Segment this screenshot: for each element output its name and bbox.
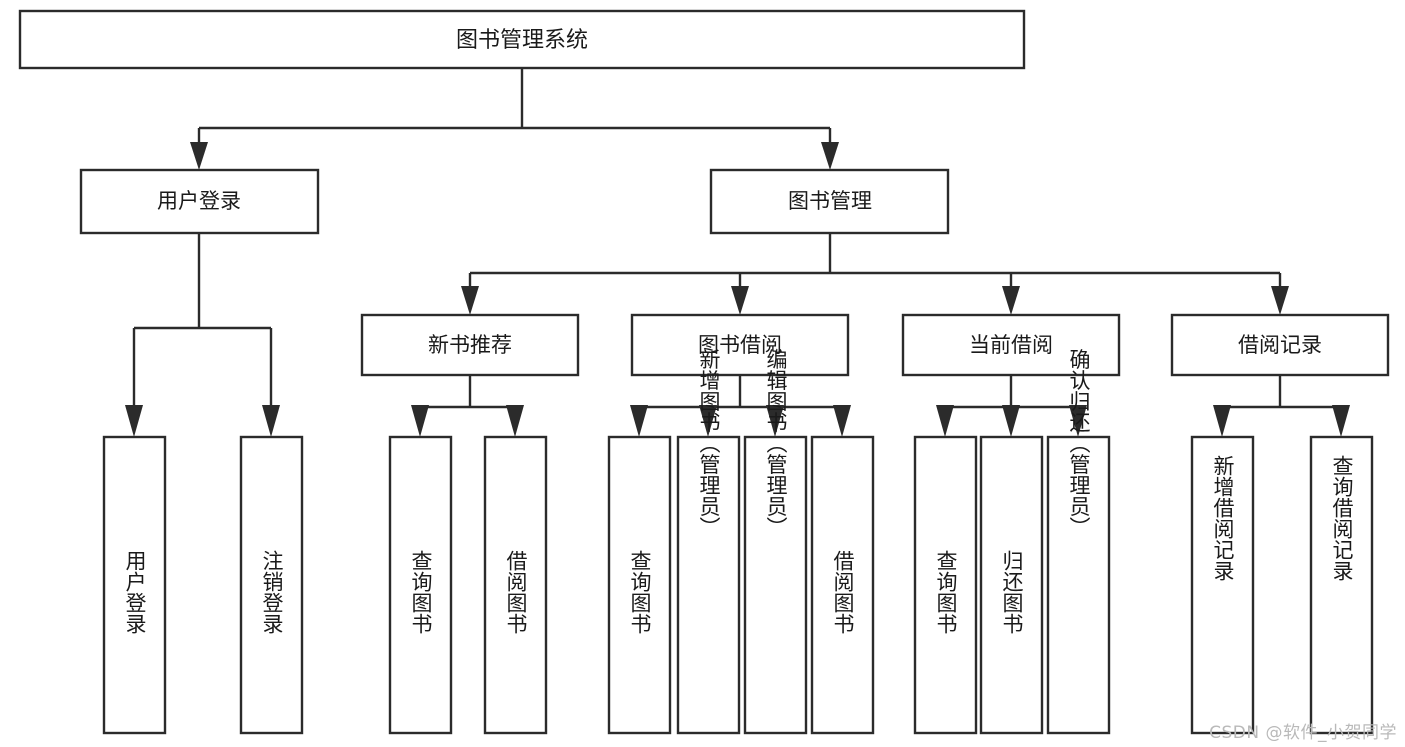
leaf-add-book-label: 新增图书（管理员） bbox=[697, 349, 721, 538]
leaf-borrow-book-2-label: 借阅图书 bbox=[831, 550, 855, 634]
leaf-edit-book-label: 编辑图书（管理员） bbox=[764, 349, 788, 538]
node-book-borrow-label: 图书借阅 bbox=[698, 333, 782, 357]
node-book-management-label: 图书管理 bbox=[788, 189, 872, 213]
leaf-confirm-return-box[interactable] bbox=[1046, 435, 1111, 735]
leaf-borrow-book-1-box[interactable] bbox=[483, 435, 548, 735]
node-borrow-record-label: 借阅记录 bbox=[1238, 333, 1322, 357]
leaf-query-book-3[interactable]: 查询图书 bbox=[913, 435, 978, 735]
arrow-leaf-return-book bbox=[1002, 405, 1020, 437]
arrow-leaf-confirm-return bbox=[1069, 405, 1087, 437]
leaf-return-book-label: 归还图书 bbox=[1000, 550, 1024, 634]
leaf-return-book-box[interactable] bbox=[979, 435, 1044, 735]
arrow-leaf-user-login bbox=[125, 405, 143, 437]
leaf-query-book-2-label: 查询图书 bbox=[628, 550, 652, 634]
leaf-query-record-box[interactable] bbox=[1309, 435, 1374, 735]
node-book-management-box[interactable] bbox=[709, 168, 950, 235]
arrow-leaf-add-book bbox=[699, 405, 717, 437]
node-user-login-box[interactable] bbox=[79, 168, 320, 235]
arrow-leaf-edit-book bbox=[766, 405, 784, 437]
leaf-user-login-box[interactable] bbox=[102, 435, 167, 735]
arrow-leaf-borrow-book-2 bbox=[833, 405, 851, 437]
leaf-query-book-2-box[interactable] bbox=[607, 435, 672, 735]
leaf-add-record-label: 新增借阅记录 bbox=[1211, 455, 1235, 581]
leaf-user-login[interactable]: 用户登录 bbox=[102, 435, 167, 735]
leaf-borrow-book-1[interactable]: 借阅图书 bbox=[483, 435, 548, 735]
node-user-login[interactable]: 用户登录 bbox=[79, 168, 320, 235]
leaf-user-logout-label: 注销登录 bbox=[260, 550, 284, 634]
arrow-to-book-borrow bbox=[731, 286, 749, 315]
leaf-add-book[interactable]: 新增图书（管理员） bbox=[676, 349, 741, 735]
leaf-query-book-1-box[interactable] bbox=[388, 435, 453, 735]
edge-layer bbox=[125, 68, 1350, 437]
node-borrow-record[interactable]: 借阅记录 bbox=[1170, 313, 1390, 377]
leaf-confirm-return-label: 确认归还（管理员） bbox=[1067, 349, 1091, 538]
node-new-book-recommend[interactable]: 新书推荐 bbox=[360, 313, 580, 377]
node-root-box[interactable] bbox=[18, 9, 1026, 70]
node-book-management[interactable]: 图书管理 bbox=[709, 168, 950, 235]
leaf-query-book-1[interactable]: 查询图书 bbox=[388, 435, 453, 735]
leaf-query-book-1-label: 查询图书 bbox=[409, 550, 433, 634]
node-book-borrow[interactable]: 图书借阅 bbox=[630, 313, 850, 377]
leaf-confirm-return[interactable]: 确认归还（管理员） bbox=[1046, 349, 1111, 735]
leaf-borrow-book-2-box[interactable] bbox=[810, 435, 875, 735]
arrow-to-new-book-recommend bbox=[461, 286, 479, 315]
leaf-query-book-3-box[interactable] bbox=[913, 435, 978, 735]
leaf-query-record[interactable]: 查询借阅记录 bbox=[1309, 435, 1374, 735]
node-user-login-label: 用户登录 bbox=[157, 189, 241, 213]
arrow-leaf-query-book-3 bbox=[936, 405, 954, 437]
node-current-borrow-box[interactable] bbox=[901, 313, 1121, 377]
leaf-query-book-2[interactable]: 查询图书 bbox=[607, 435, 672, 735]
node-root-label: 图书管理系统 bbox=[456, 28, 588, 53]
leaf-add-book-box[interactable] bbox=[676, 435, 741, 735]
leaf-edit-book[interactable]: 编辑图书（管理员） bbox=[743, 349, 808, 735]
leaf-edit-book-box[interactable] bbox=[743, 435, 808, 735]
node-borrow-record-box[interactable] bbox=[1170, 313, 1390, 377]
arrow-leaf-user-logout bbox=[262, 405, 280, 437]
leaf-add-record-box[interactable] bbox=[1190, 435, 1255, 735]
leaf-add-record[interactable]: 新增借阅记录 bbox=[1190, 435, 1255, 735]
arrow-to-borrow-record bbox=[1271, 286, 1289, 315]
leaf-borrow-book-1-label: 借阅图书 bbox=[504, 550, 528, 634]
leaf-user-logout[interactable]: 注销登录 bbox=[239, 435, 304, 735]
leaf-borrow-book-2[interactable]: 借阅图书 bbox=[810, 435, 875, 735]
node-new-book-recommend-box[interactable] bbox=[360, 313, 580, 377]
node-current-borrow[interactable]: 当前借阅 bbox=[901, 313, 1121, 377]
arrow-leaf-add-record bbox=[1213, 405, 1231, 437]
arrow-leaf-borrow-book-1 bbox=[506, 405, 524, 437]
node-book-borrow-box[interactable] bbox=[630, 313, 850, 377]
arrow-to-current-borrow bbox=[1002, 286, 1020, 315]
arrow-leaf-query-book-1 bbox=[411, 405, 429, 437]
node-root[interactable]: 图书管理系统 bbox=[18, 9, 1026, 70]
leaf-query-book-3-label: 查询图书 bbox=[934, 550, 958, 634]
arrow-leaf-query-book-2 bbox=[630, 405, 648, 437]
arrow-to-user-login bbox=[190, 142, 208, 170]
leaf-query-record-label: 查询借阅记录 bbox=[1330, 455, 1354, 581]
leaf-user-login-label: 用户登录 bbox=[123, 550, 147, 634]
node-new-book-recommend-label: 新书推荐 bbox=[428, 333, 512, 357]
node-current-borrow-label: 当前借阅 bbox=[969, 333, 1053, 357]
arrow-leaf-query-record bbox=[1332, 405, 1350, 437]
arrow-to-book-management bbox=[821, 142, 839, 170]
leaf-user-logout-box[interactable] bbox=[239, 435, 304, 735]
leaf-return-book[interactable]: 归还图书 bbox=[979, 435, 1044, 735]
